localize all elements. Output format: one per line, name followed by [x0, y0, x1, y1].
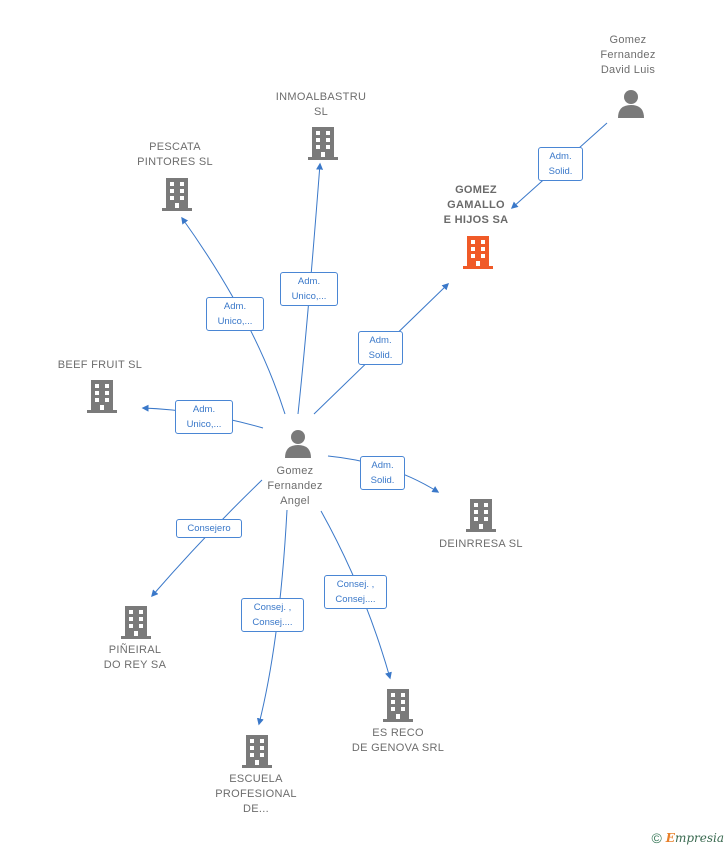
edge-label-esreco[interactable]: Consej. , Consej.... — [324, 575, 387, 609]
person-icon[interactable] — [616, 88, 646, 118]
building-icon[interactable] — [307, 125, 339, 161]
person-icon[interactable] — [283, 428, 313, 458]
node-label-gomez-gamallo[interactable]: GOMEZ GAMALLO E HIJOS SA — [443, 184, 509, 226]
edge-label-beef[interactable]: Adm. Unico,... — [175, 400, 233, 434]
edge-label-inmo[interactable]: Adm. Unico,... — [280, 272, 338, 306]
building-icon[interactable] — [465, 497, 497, 533]
node-label-pescata[interactable]: PESCATA PINTORES SL — [137, 141, 213, 168]
node-label-deinrresa[interactable]: DEINRRESA SL — [439, 538, 523, 550]
copyright-icon: © — [651, 830, 662, 846]
brand-logo[interactable]: Empresia — [666, 831, 724, 845]
building-icon[interactable] — [462, 234, 494, 270]
node-label-top-person[interactable]: Gomez Fernandez David Luis — [600, 34, 656, 76]
edge-label-top-gamallo[interactable]: Adm. Solid. — [538, 147, 583, 181]
brand-initial: E — [665, 831, 675, 845]
node-label-inmoalbastru[interactable]: INMOALBASTRU SL — [275, 91, 367, 118]
edge-label-pineiral[interactable]: Consejero — [176, 519, 242, 538]
brand-footer[interactable]: © Empresia — [651, 830, 724, 846]
edge-label-pescata[interactable]: Adm. Unico,... — [206, 297, 264, 331]
node-label-escuela[interactable]: ESCUELA PROFESIONAL DE... — [215, 773, 297, 815]
node-label-beef-fruit[interactable]: BEEF FRUIT SL — [57, 359, 143, 371]
edge-label-escuela[interactable]: Consej. , Consej.... — [241, 598, 304, 632]
building-icon[interactable] — [120, 604, 152, 640]
building-icon[interactable] — [161, 176, 193, 212]
building-icon[interactable] — [241, 733, 273, 769]
brand-name: mpresia — [674, 831, 724, 845]
building-icon[interactable] — [382, 687, 414, 723]
node-label-es-reco[interactable]: ES RECO DE GENOVA SRL — [351, 727, 445, 754]
node-label-pineiral[interactable]: PIÑEIRAL DO REY SA — [103, 644, 167, 671]
building-icon[interactable] — [86, 378, 118, 414]
edge-label-deinrresa[interactable]: Adm. Solid. — [360, 456, 405, 490]
edge-label-gamallo[interactable]: Adm. Solid. — [358, 331, 403, 365]
node-label-center-person[interactable]: Gomez Fernandez Angel — [267, 465, 323, 507]
